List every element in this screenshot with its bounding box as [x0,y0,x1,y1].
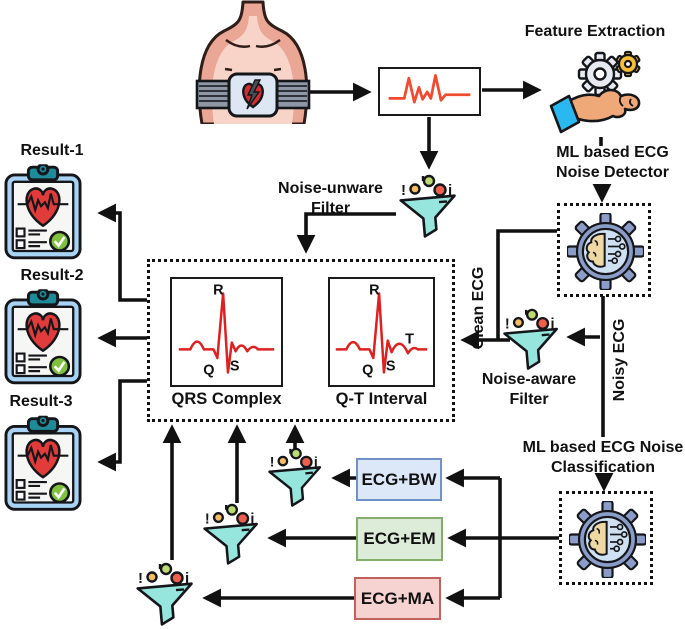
ml-noise-detector-box [557,203,651,297]
noise-aware-line1: Noise-aware [481,371,577,388]
noise-unaware-funnel-icon [396,172,462,240]
qrs-s-mark: S [230,359,240,375]
noise-aware-line2: Filter [509,391,549,408]
ecg-em-box: ECG+EM [356,517,443,561]
qrs-complex-caption: QRS Complex [171,390,282,408]
noise-unaware-line1: Noise-unware [278,180,383,197]
qrs-complex-box: R Q S [170,277,283,387]
qt-t-mark: T [405,332,414,348]
brain-gear-icon [567,213,644,290]
result-3-clipboard-icon [4,415,82,512]
ecg-bw-box: ECG+BW [356,458,442,501]
analysis-box [147,259,455,422]
result-2-label: Result-2 [20,267,84,284]
noise-aware-funnel-icon [500,306,564,372]
noisy-ecg-label: Noisy ECG [611,318,628,402]
qt-q-mark: Q [362,362,373,378]
qrs-r-mark: R [213,282,224,298]
ml-classification-line1: ML based ECG Noise [522,439,684,456]
ml-noise-classification-box [559,491,653,585]
qt-r-mark: R [369,282,380,298]
noise-unaware-line2: Filter [310,200,351,217]
feature-extraction-label: Feature Extraction [524,23,666,40]
noise-aware-filter-label: Noise-aware Filter [464,370,594,410]
ml-noise-detector-line2: Noise Detector [556,164,669,181]
ml-classification-line2: Classification [550,459,656,476]
qrs-q-mark: Q [203,362,214,378]
result-1-clipboard-icon [4,164,82,260]
ma-funnel-icon [134,560,198,628]
qrs-waveform: R Q S [178,282,275,378]
result-3-label: Result-3 [9,393,73,410]
result-1-label: Result-1 [20,142,84,159]
ml-noise-detector-label: ML based ECG Noise Detector [530,143,685,183]
brain-gear-icon [569,501,646,578]
arrow-analysis-to-result1 [97,203,147,302]
result-2-clipboard-icon [4,289,82,385]
bw-funnel-icon [266,444,326,510]
arrow-analysis-to-result3 [97,379,147,472]
em-funnel-icon [201,501,263,567]
qt-interval-box: R Q S T [328,277,435,387]
ecg-signal-trace [388,74,471,104]
ml-noise-classification-label: ML based ECG Noise Classification [508,438,685,478]
patient-torso-icon [192,0,314,124]
ecg-ma-box: ECG+MA [354,577,441,620]
line-clean-ecg [496,229,557,340]
ecg-bw-label: ECG+BW [361,469,437,489]
noise-unaware-filter-label: Noise-unware Filter [258,179,403,219]
ecg-em-label: ECG+EM [363,529,436,548]
ecg-ma-label: ECG+MA [360,588,435,608]
ecg-signal-box [378,67,481,116]
clean-ecg-label: Clean ECG [470,266,487,350]
qt-waveform: R Q S T [335,282,428,378]
feature-extraction-icon [545,50,650,142]
ml-noise-detector-line1: ML based ECG [556,144,669,161]
qt-s-mark: S [386,359,396,375]
arrow-unaware-filter-to-analysis [296,212,396,254]
qt-interval-caption: Q-T Interval [335,390,428,408]
